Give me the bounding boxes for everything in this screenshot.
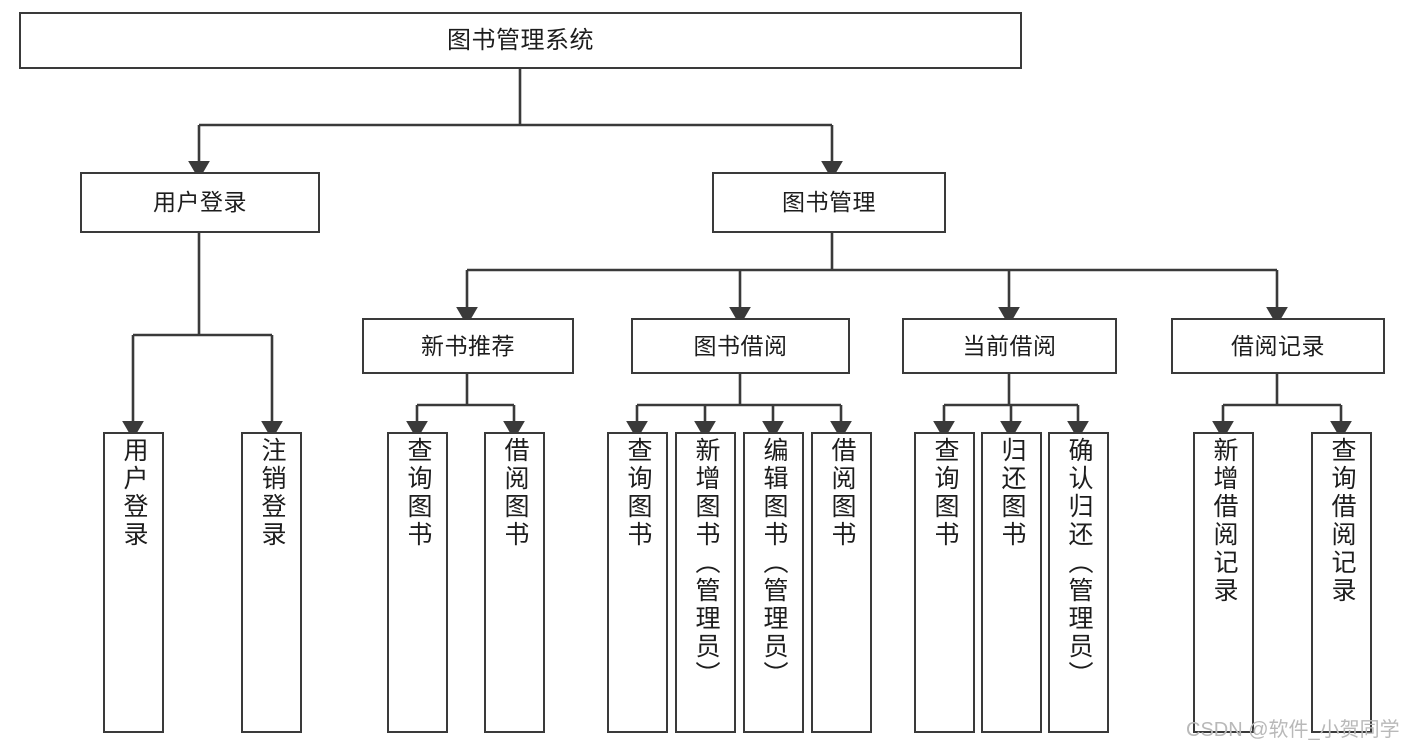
leaf-confirm-return-admin[interactable]: 确认归还（管理员） (1048, 432, 1109, 733)
node-label: 查询图书 (931, 437, 959, 549)
leaf-borrow-book-newbook[interactable]: 借阅图书 (484, 432, 545, 733)
node-label: 图书管理系统 (447, 26, 594, 54)
leaf-query-book-borrow[interactable]: 查询图书 (607, 432, 668, 733)
node-book-management[interactable]: 图书管理 (712, 172, 946, 233)
node-user-login[interactable]: 用户登录 (80, 172, 320, 233)
leaf-user-login[interactable]: 用户登录 (103, 432, 164, 733)
node-label: 注销登录 (258, 437, 286, 549)
leaf-add-book-admin[interactable]: 新增图书（管理员） (675, 432, 736, 733)
node-label: 新增图书（管理员） (692, 437, 720, 689)
leaf-query-borrow-record[interactable]: 查询借阅记录 (1311, 432, 1372, 733)
node-label: 用户登录 (120, 437, 148, 549)
node-label: 新书推荐 (421, 332, 515, 359)
leaf-logout[interactable]: 注销登录 (241, 432, 302, 733)
node-label: 图书管理 (782, 189, 876, 216)
node-root-book-management-system[interactable]: 图书管理系统 (19, 12, 1022, 69)
leaf-add-borrow-record[interactable]: 新增借阅记录 (1193, 432, 1254, 733)
node-label: 图书借阅 (693, 332, 788, 359)
node-book-borrowing[interactable]: 图书借阅 (631, 318, 850, 374)
node-label: 用户登录 (153, 189, 247, 216)
node-label: 查询借阅记录 (1328, 437, 1356, 605)
node-label: 确认归还（管理员） (1065, 437, 1093, 689)
leaf-query-book-newbook[interactable]: 查询图书 (387, 432, 448, 733)
node-label: 查询图书 (404, 437, 432, 549)
watermark: CSDN @软件_小贺同学 (1186, 719, 1400, 741)
leaf-query-book-current[interactable]: 查询图书 (914, 432, 975, 733)
node-label: 查询图书 (624, 437, 652, 549)
node-label: 新增借阅记录 (1210, 437, 1238, 605)
leaf-edit-book-admin[interactable]: 编辑图书（管理员） (743, 432, 804, 733)
leaf-borrow-book[interactable]: 借阅图书 (811, 432, 872, 733)
node-new-book-recommendation[interactable]: 新书推荐 (362, 318, 574, 374)
node-label: 借阅记录 (1231, 332, 1325, 359)
node-label: 归还图书 (998, 437, 1026, 549)
node-label: 借阅图书 (501, 437, 529, 549)
node-label: 当前借阅 (962, 332, 1057, 359)
node-label: 借阅图书 (828, 437, 856, 549)
node-current-borrowing[interactable]: 当前借阅 (902, 318, 1117, 374)
leaf-return-book[interactable]: 归还图书 (981, 432, 1042, 733)
node-label: 编辑图书（管理员） (760, 437, 788, 689)
node-borrowing-record[interactable]: 借阅记录 (1171, 318, 1385, 374)
